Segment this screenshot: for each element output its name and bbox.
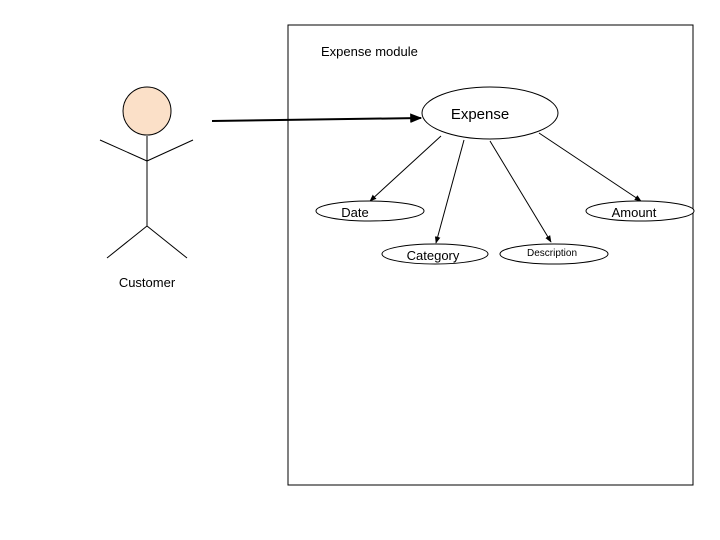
attribute-date[interactable]: Date xyxy=(315,200,425,222)
customer-actor[interactable]: Customer xyxy=(99,86,194,290)
actor-left-leg xyxy=(106,225,148,259)
expense-to-description-arrow xyxy=(489,140,552,243)
use-case-expense[interactable]: Expense xyxy=(421,86,559,140)
actor-right-arm xyxy=(146,139,194,162)
attribute-amount[interactable]: Amount xyxy=(585,200,695,222)
use-case-expense-shape xyxy=(421,86,559,140)
use-case-expense-label: Expense xyxy=(451,106,509,123)
attribute-description-label: Description xyxy=(527,248,577,259)
expense-to-amount-arrow xyxy=(538,132,642,202)
attribute-amount-label: Amount xyxy=(612,205,657,220)
attribute-date-shape xyxy=(315,200,425,222)
attribute-category-shape xyxy=(381,243,489,265)
expense-to-category-arrow xyxy=(434,139,465,244)
expense-to-date-arrow xyxy=(369,135,442,202)
actor-to-expense-arrow xyxy=(211,113,423,123)
attribute-description[interactable]: Description xyxy=(499,243,609,265)
attribute-category[interactable]: Category xyxy=(381,243,489,265)
attribute-description-shape xyxy=(499,243,609,265)
attribute-date-label: Date xyxy=(341,205,368,220)
actor-left-arm xyxy=(99,139,148,162)
system-label: Expense module xyxy=(321,44,418,59)
attribute-amount-shape xyxy=(585,200,695,222)
system-boundary[interactable] xyxy=(287,24,694,486)
actor-right-leg xyxy=(146,225,188,259)
actor-label: Customer xyxy=(119,275,176,290)
actor-head xyxy=(122,86,172,136)
attribute-category-label: Category xyxy=(407,248,460,263)
